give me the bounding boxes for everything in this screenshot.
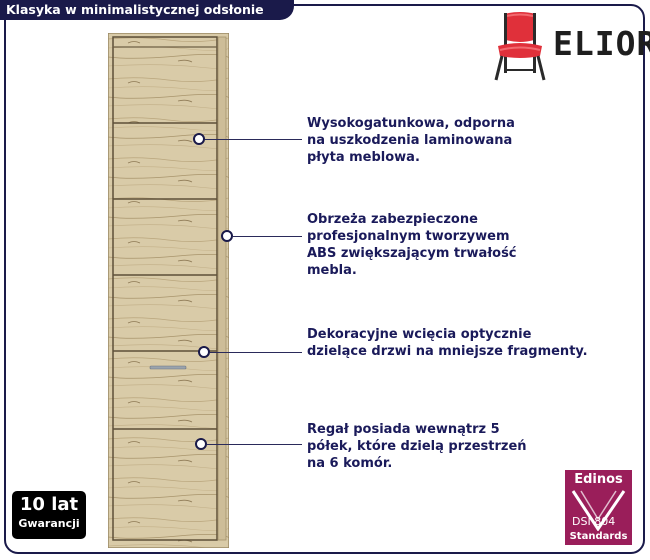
certificate-badge: Edinos DSI 804 Standards [565, 470, 632, 545]
leader-line-2 [233, 236, 302, 237]
leader-line-1 [204, 139, 302, 140]
leader-line-3 [210, 352, 302, 353]
certificate-code: DSI 804 [572, 515, 615, 528]
certificate-check-icon: DSI 804 [571, 490, 626, 531]
callout-dot-4 [195, 438, 207, 450]
card-frame [4, 4, 645, 554]
callout-dot-2 [221, 230, 233, 242]
page-title: Klasyka w minimalistycznej odsłonie [0, 0, 294, 20]
warranty-badge: 10 lat Gwarancji [12, 491, 86, 539]
feature-text-3: Dekoracyjne wcięcia optycznie dzielące d… [307, 327, 588, 359]
warranty-years: 10 lat [19, 494, 79, 515]
feature-text-2: Obrzeża zabezpieczone profesjonalnym two… [307, 212, 517, 278]
feature-text-4: Regał posiada wewnątrz 5 półek, które dz… [307, 422, 527, 471]
warranty-label: Gwarancji [18, 517, 80, 530]
feature-text-1: Wysokogatunkowa, odporna na uszkodzenia … [307, 116, 515, 165]
leader-line-4 [207, 444, 302, 445]
brand-logo: ELIOR [490, 10, 650, 82]
callout-dot-1 [193, 133, 205, 145]
wooden-cabinet-icon [108, 33, 229, 548]
red-chair-icon [494, 12, 546, 81]
certificate-bottom: Standards [569, 531, 628, 542]
certificate-top: Edinos [574, 472, 623, 487]
callout-dot-3 [198, 346, 210, 358]
brand-name: ELIOR [553, 24, 650, 63]
